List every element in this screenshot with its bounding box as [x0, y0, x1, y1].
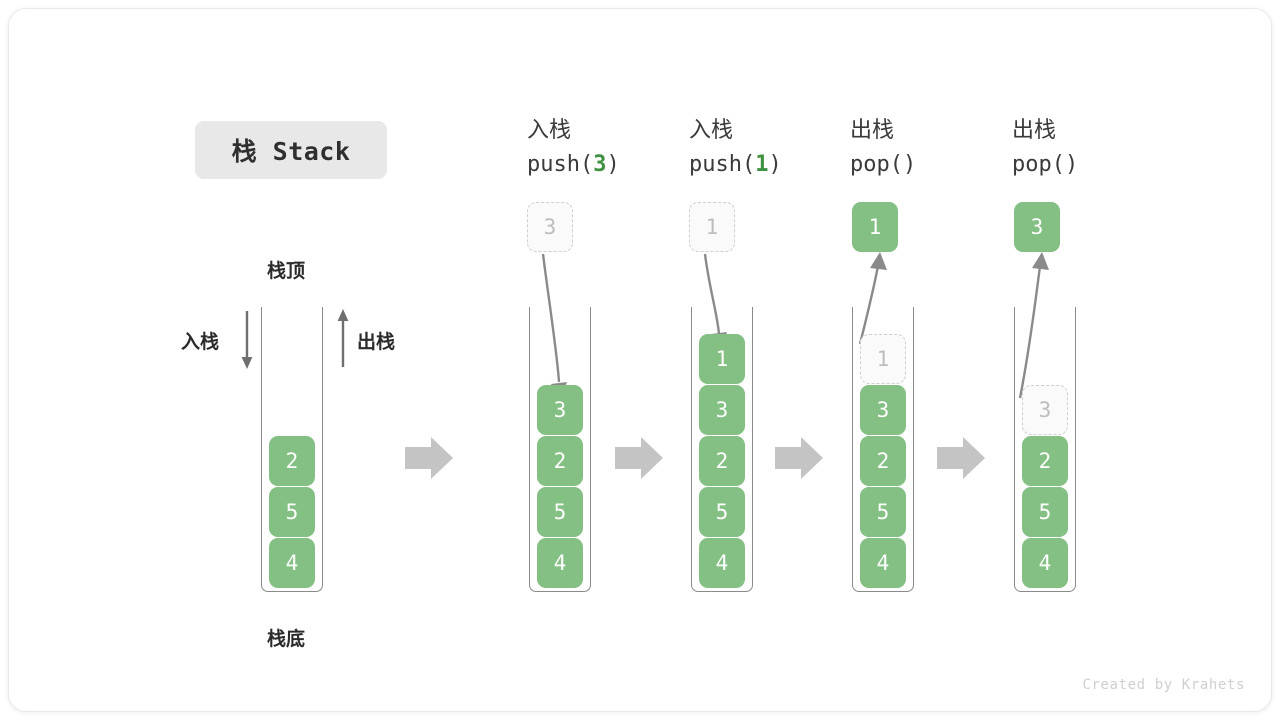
stack-bottom-label: 栈底 — [267, 628, 306, 650]
stack-cell: 2 — [860, 436, 906, 486]
stack-cell: 3 — [1022, 385, 1068, 435]
step-2-code: push(1) — [689, 152, 782, 178]
stack-cell: 5 — [699, 487, 745, 537]
step-2-floating-cell: 1 — [689, 202, 735, 252]
flow-arrow-icon-3 — [775, 437, 823, 479]
stack-cell: 4 — [1022, 538, 1068, 588]
flow-arrow-icon-4 — [937, 437, 985, 479]
stack-cell: 3 — [537, 385, 583, 435]
base-push-arrow-icon — [241, 311, 253, 369]
step-3-header: 出栈 pop() — [850, 114, 1020, 182]
stack-cell: 2 — [269, 436, 315, 486]
stack-cell: 1 — [860, 334, 906, 384]
base-push-label: 入栈 — [181, 331, 220, 353]
step-2-header: 入栈 push(1) — [689, 114, 859, 182]
stack-top-label: 栈顶 — [267, 260, 306, 282]
stack-cell: 4 — [269, 538, 315, 588]
step-1-floating-cell: 3 — [527, 202, 573, 252]
step-3-zh-label: 出栈 — [850, 118, 895, 143]
stack-cell: 5 — [269, 487, 315, 537]
stack-cell: 2 — [699, 436, 745, 486]
title-badge: 栈 Stack — [195, 121, 387, 179]
stack-cell: 3 — [860, 385, 906, 435]
step-1-code: push(3) — [527, 152, 620, 178]
base-pop-label: 出栈 — [357, 331, 396, 353]
step-2-zh-label: 入栈 — [689, 118, 734, 143]
step-4-floating-cell: 3 — [1014, 202, 1060, 252]
stack-cell: 3 — [699, 385, 745, 435]
step-3-floating-cell: 1 — [852, 202, 898, 252]
step-4-pop-arrow-icon — [1018, 252, 1049, 399]
flow-arrow-icon-1 — [405, 437, 453, 479]
step-4-zh-label: 出栈 — [1012, 118, 1057, 143]
stack-cell: 4 — [537, 538, 583, 588]
stack-cell: 5 — [1022, 487, 1068, 537]
stack-cell: 5 — [860, 487, 906, 537]
step-4-header: 出栈 pop() — [1012, 114, 1182, 182]
watermark: Created by Krahets — [1082, 677, 1245, 693]
stack-cell: 5 — [537, 487, 583, 537]
stack-cell: 2 — [537, 436, 583, 486]
base-pop-arrow-icon — [337, 309, 349, 367]
flow-arrow-icon-2 — [615, 437, 663, 479]
step-3-code: pop() — [850, 152, 917, 178]
stack-cell: 1 — [699, 334, 745, 384]
stack-cell: 4 — [699, 538, 745, 588]
step-1-zh-label: 入栈 — [527, 118, 572, 143]
stack-cell: 4 — [860, 538, 906, 588]
stack-cell: 2 — [1022, 436, 1068, 486]
step-1-header: 入栈 push(3) — [527, 114, 697, 182]
step-4-code: pop() — [1012, 152, 1079, 178]
